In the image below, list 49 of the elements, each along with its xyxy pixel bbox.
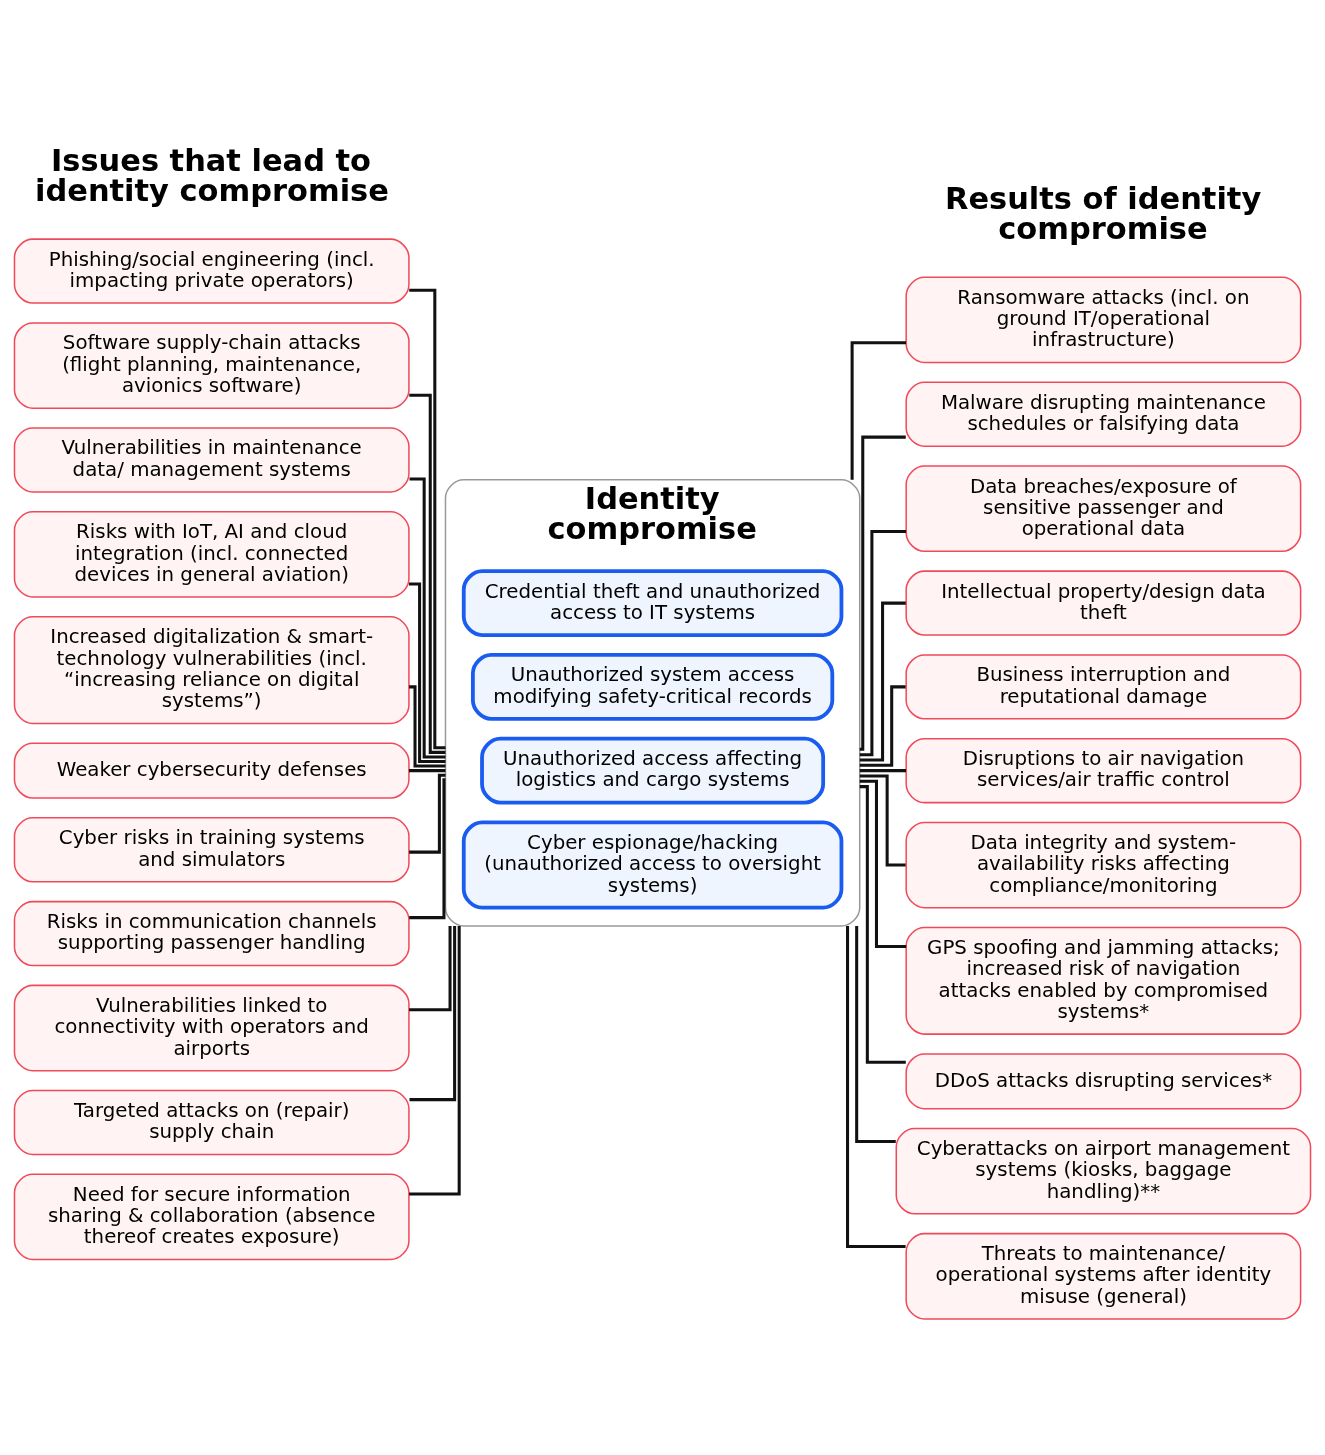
connector (409, 684, 446, 768)
node-box: Unauthorized access affecting logistics and cargo systems (480, 736, 826, 805)
connector (409, 393, 446, 754)
connector (850, 340, 906, 480)
connector (859, 768, 906, 772)
node-box: Cyberattacks on airport management systems (kiosks, baggage handling)** (895, 1127, 1312, 1215)
connector (408, 768, 446, 772)
connector (409, 925, 452, 1011)
connector (409, 925, 461, 1196)
connector (409, 582, 446, 763)
node-box: Vulnerabilities in maintenance data/ management systems (13, 426, 410, 493)
connector (859, 684, 906, 767)
connector (859, 529, 907, 756)
label: Issues that lead to identity compromise (35, 142, 389, 208)
node-box: Business interruption and reputational damage (905, 653, 1302, 720)
connector (409, 777, 447, 919)
connector (409, 773, 446, 854)
node-box: Weaker cybersecurity defenses (13, 741, 410, 799)
node-box: GPS spoofing and jamming attacks; increased risk of navigation attacks enabled by compromised systems* (905, 926, 1302, 1035)
node-box: Cyber espionage/hacking (unauthorized access to oversight systems) (461, 820, 844, 910)
node-box: Increased digitalization & smart-technology vulnerabilities (incl. “increasing reliance on digital systems”) (13, 615, 410, 724)
node-box: Software supply-chain attacks (flight planning, maintenance, avionics software) (13, 321, 410, 409)
node-box: Malware disrupting maintenance schedules or falsifying data (905, 381, 1302, 447)
connector (855, 925, 896, 1143)
node-box: Intellectual property/design data theft (905, 569, 1302, 636)
node-box: Targeted attacks on (repair) supply chain (13, 1089, 410, 1155)
connector (409, 288, 446, 749)
node-box: Disruptions to air navigation services/air traffic control (905, 737, 1302, 803)
node-box: Need for secure information sharing & collaboration (absence thereof creates exposure) (13, 1172, 410, 1260)
node-box: Ransomware attacks (incl. on ground IT/operational infrastructure) (905, 275, 1302, 363)
node-box: Phishing/social engineering (incl. impacting private operators) (13, 237, 410, 304)
node-box: Cyber risks in training systems and simulators (13, 816, 410, 883)
connector (409, 476, 446, 758)
connector (859, 784, 906, 1064)
node-box: DDoS attacks disrupting services* (905, 1052, 1302, 1109)
connector (846, 925, 906, 1248)
node-box: Risks in communication channels supporting passenger handling (13, 900, 410, 966)
node-box: Data breaches/exposure of sensitive passenger and operational data (905, 464, 1302, 552)
connector (859, 773, 906, 867)
node-box: Data integrity and system-availability risks affecting compliance/monitoring (905, 821, 1302, 908)
connector (859, 435, 906, 751)
node-box: Threats to maintenance/ operational systems after identity misuse (general) (905, 1232, 1302, 1320)
connector (409, 925, 457, 1101)
label: Results of identity compromise (945, 180, 1262, 246)
node-box: Credential theft and unauthorized access to IT systems (461, 568, 844, 637)
node-box: Unauthorized system access modifying safety-critical records (471, 652, 835, 721)
connector (859, 779, 907, 948)
node-box: Vulnerabilities linked to connectivity with operators and airports (13, 984, 410, 1071)
node-box: Risks with IoT, AI and cloud integration (incl. connected devices in general aviation) (13, 510, 410, 598)
